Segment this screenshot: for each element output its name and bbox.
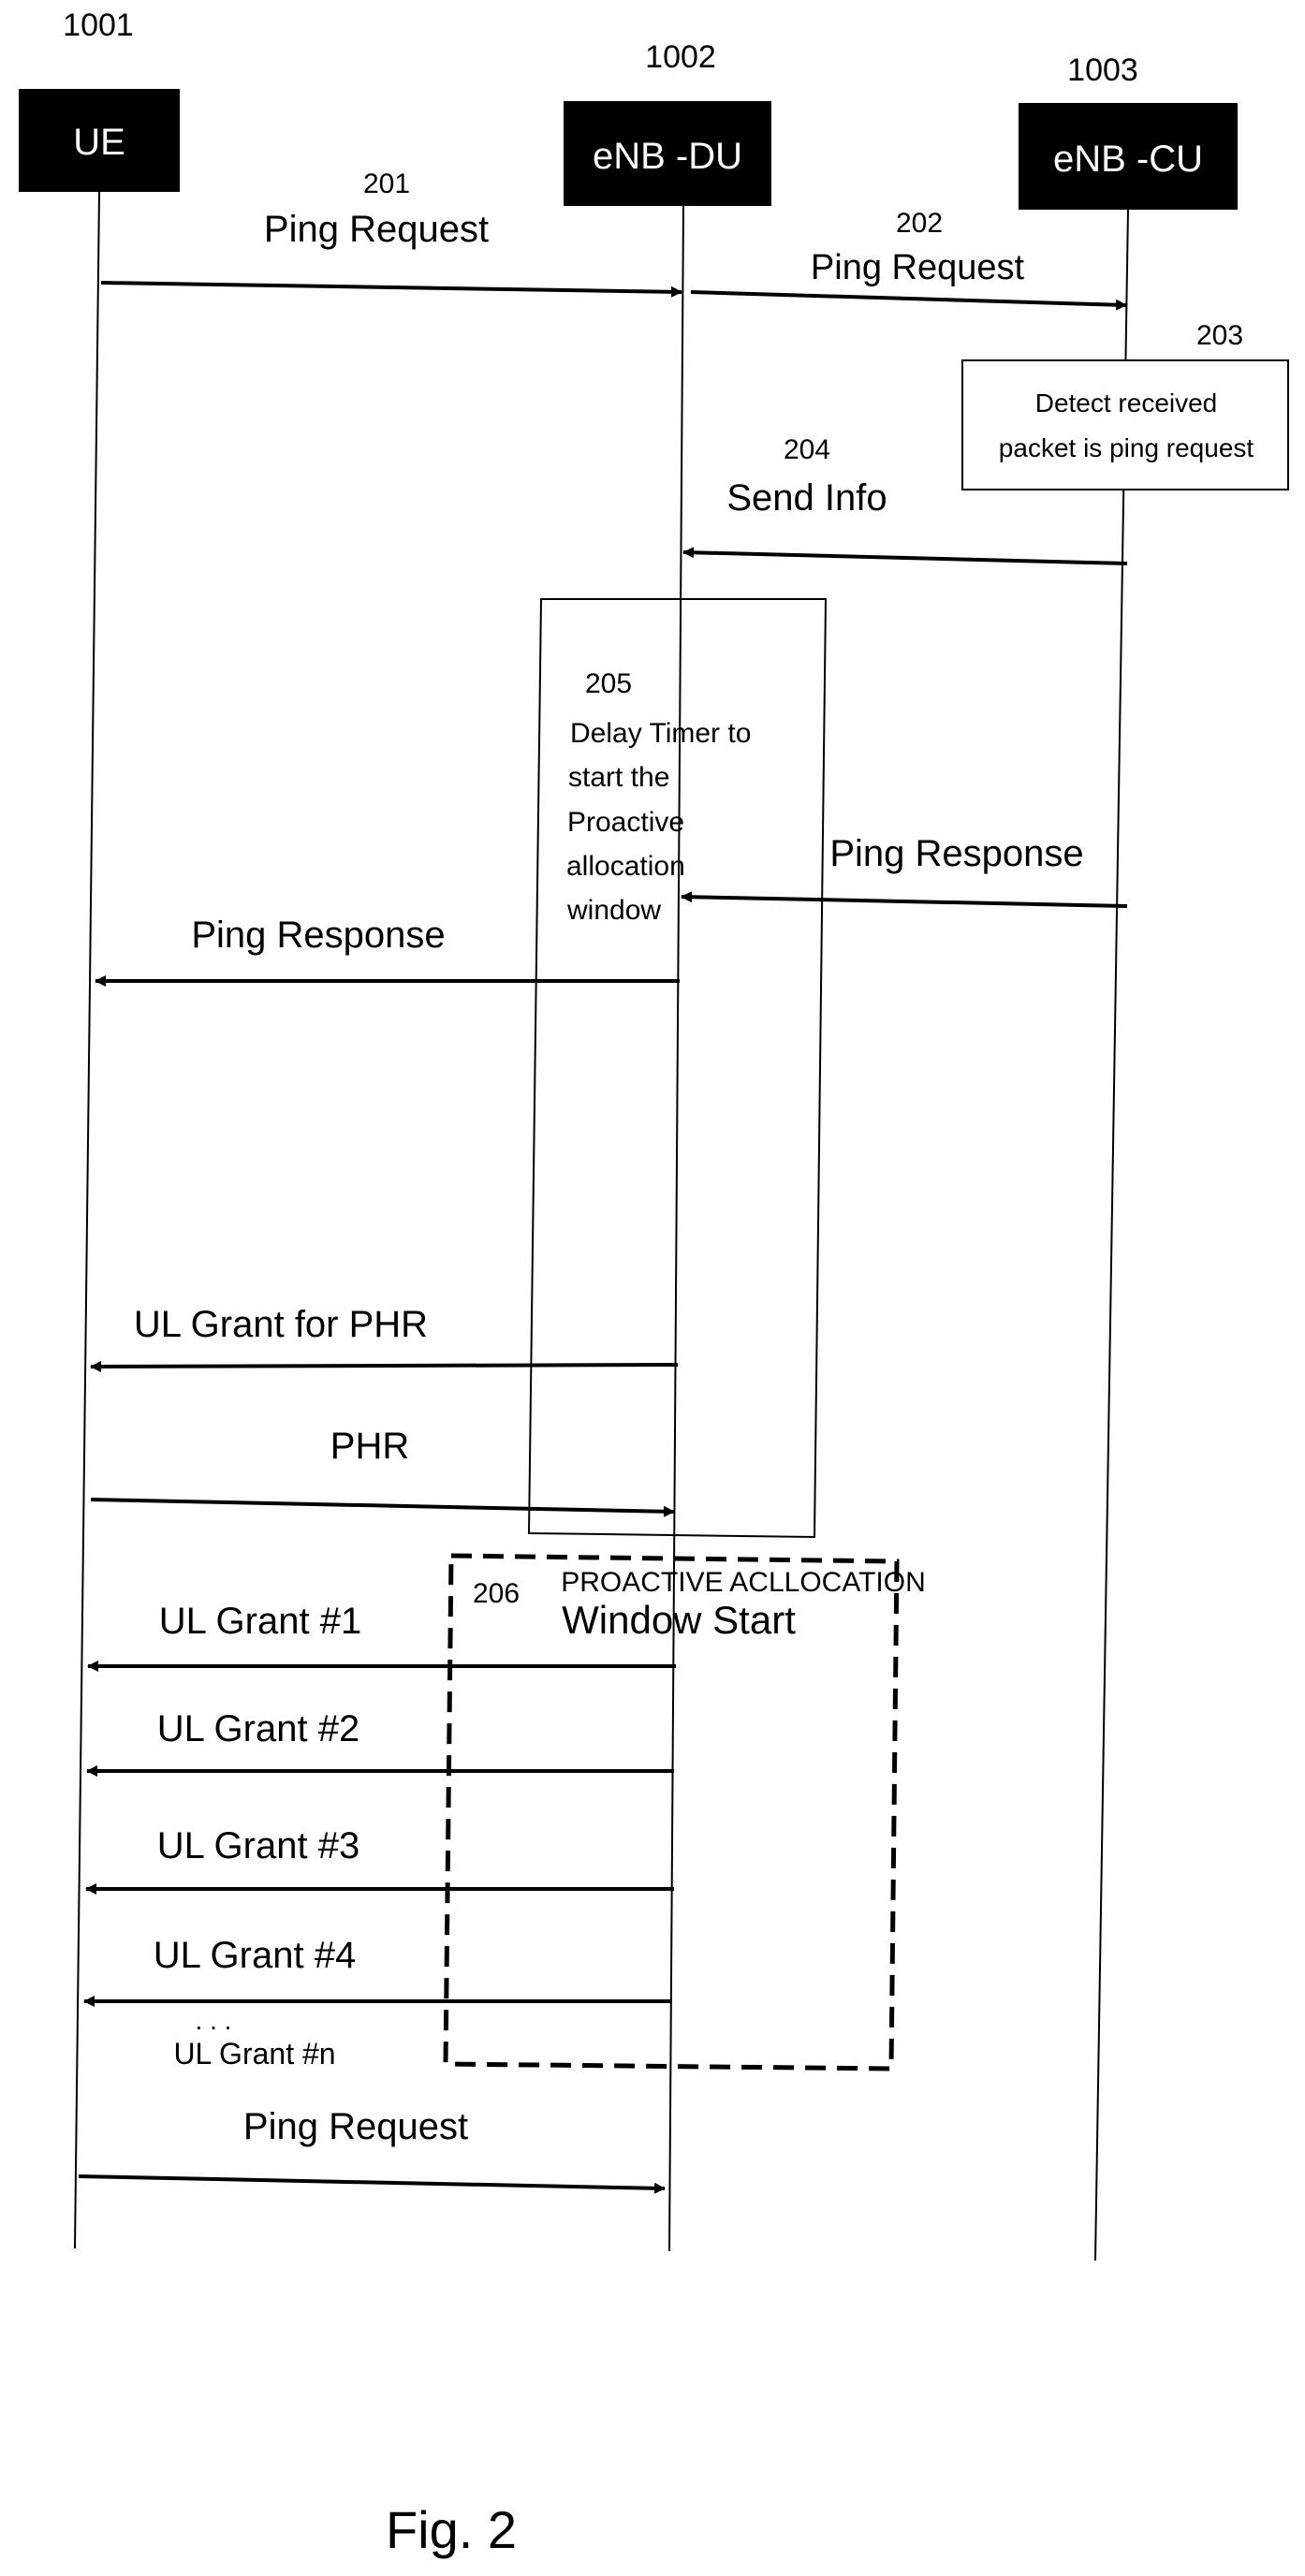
arrow-201-ue-to-du <box>101 283 682 292</box>
message-ul-grant-1-label: UL Grant #1 <box>159 1601 361 1642</box>
step-205-line4: allocation <box>566 851 685 882</box>
lifeline-du <box>669 206 683 2251</box>
step-205-line3: Proactive <box>567 807 684 838</box>
arrow-204-cu-to-du <box>683 552 1127 564</box>
message-201-label: Ping Request <box>264 209 489 250</box>
message-202-label: Ping Request <box>811 248 1025 287</box>
step-206-subtitle: Window Start <box>562 1598 796 1642</box>
step-206-last-grant: UL Grant #n <box>173 2037 335 2071</box>
arrow-ul-grant-phr-du-to-ue <box>91 1365 678 1367</box>
message-202-number: 202 <box>896 208 943 239</box>
step-206-number: 206 <box>473 1578 520 1609</box>
message-ul-grant-4-label: UL Grant #4 <box>154 1935 356 1976</box>
message-phr-label: PHR <box>330 1426 409 1467</box>
figure-caption: Fig. 2 <box>386 2500 517 2559</box>
step-205-line1: Delay Timer to <box>570 718 751 749</box>
message-ping-response-du-label: Ping Response <box>191 915 445 956</box>
arrow-final-ping-request-ue-to-du <box>79 2176 665 2188</box>
lifeline-cu <box>1095 210 1128 2261</box>
message-ul-grant-phr-label: UL Grant for PHR <box>134 1304 428 1345</box>
step-206-title: PROACTIVE ACLLOCATION <box>561 1567 926 1598</box>
step-206-ellipsis: . . . <box>196 2006 232 2035</box>
message-ul-grant-2-label: UL Grant #2 <box>157 1708 359 1749</box>
entity-ue-label: UE <box>73 122 125 163</box>
message-ul-grant-3-label: UL Grant #3 <box>157 1825 359 1866</box>
message-final-ping-request-label: Ping Request <box>243 2106 468 2147</box>
step-205-number: 205 <box>585 668 632 699</box>
entity-1002-number: 1002 <box>645 39 716 75</box>
entity-1001-number: 1001 <box>63 7 134 43</box>
message-204-label: Send Info <box>726 477 887 519</box>
arrow-phr-ue-to-du <box>91 1500 674 1512</box>
arrow-ping-response-cu-to-du <box>682 897 1127 906</box>
message-204-number: 204 <box>784 434 830 465</box>
step-205-line5: window <box>566 895 661 926</box>
entity-cu-label: eNB -CU <box>1053 139 1203 180</box>
message-ping-response-cu-label: Ping Response <box>829 833 1083 874</box>
step-203-number: 203 <box>1196 320 1243 351</box>
entity-du-label: eNB -DU <box>593 136 742 177</box>
step-203-box <box>962 360 1288 490</box>
entity-1003-number: 1003 <box>1067 52 1138 88</box>
lifeline-ue <box>75 192 99 2248</box>
message-201-number: 201 <box>363 168 410 199</box>
arrow-202-du-to-cu <box>691 292 1126 305</box>
step-205-line2: start the <box>568 762 669 793</box>
step-203-line2: packet is ping request <box>999 433 1254 462</box>
step-203-line1: Detect received <box>1035 388 1218 417</box>
